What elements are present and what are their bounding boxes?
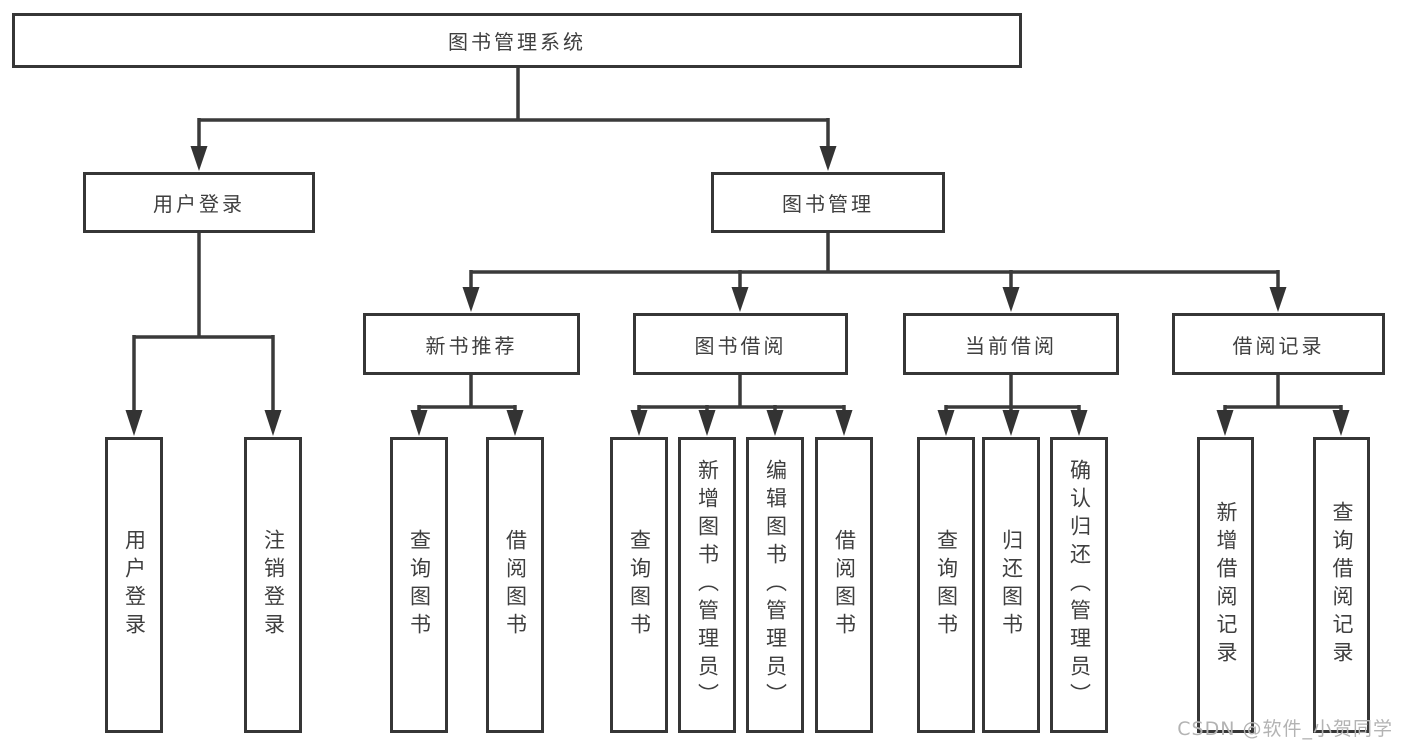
leaf-add-books-admin: 新增图书（管理员）: [678, 437, 736, 733]
leaf-borrow-books-recommend: 借阅图书: [486, 437, 544, 733]
arrowheads: [125, 146, 1350, 436]
leaf-query-borrow-record: 查询借阅记录: [1313, 437, 1370, 733]
connector-bookmgmt-to-level3: [469, 233, 1280, 292]
node-new-book-recommendation: 新书推荐: [363, 313, 580, 375]
node-user-login: 用户登录: [83, 172, 315, 233]
csdn-watermark: CSDN @软件_小贺同学: [1177, 718, 1393, 740]
leaf-add-borrow-record: 新增借阅记录: [1197, 437, 1254, 733]
connector-newbook-to-leaves: [417, 375, 517, 416]
leaf-confirm-return-admin: 确认归还（管理员）: [1050, 437, 1108, 733]
node-borrowing-records: 借阅记录: [1172, 313, 1385, 375]
node-book-management: 图书管理: [711, 172, 945, 233]
node-root-library-system: 图书管理系统: [12, 13, 1022, 68]
connector-root-to-level2: [197, 68, 830, 150]
connector-currentborrow-to-leaves: [944, 375, 1081, 416]
leaf-logout: 注销登录: [244, 437, 302, 733]
node-book-borrowing: 图书借阅: [633, 313, 848, 375]
connector-records-to-leaves: [1223, 375, 1343, 416]
leaf-query-books-borrow: 查询图书: [610, 437, 668, 733]
leaf-query-books-current: 查询图书: [917, 437, 975, 733]
leaf-query-books-recommend: 查询图书: [390, 437, 448, 733]
leaf-borrow-books: 借阅图书: [815, 437, 873, 733]
node-current-borrowing: 当前借阅: [903, 313, 1119, 375]
connector-userlogin-to-leaves: [132, 233, 275, 414]
connector-bookborrow-to-leaves: [637, 375, 846, 416]
leaf-edit-books-admin: 编辑图书（管理员）: [746, 437, 804, 733]
leaf-return-books: 归还图书: [982, 437, 1040, 733]
leaf-user-login: 用户登录: [105, 437, 163, 733]
